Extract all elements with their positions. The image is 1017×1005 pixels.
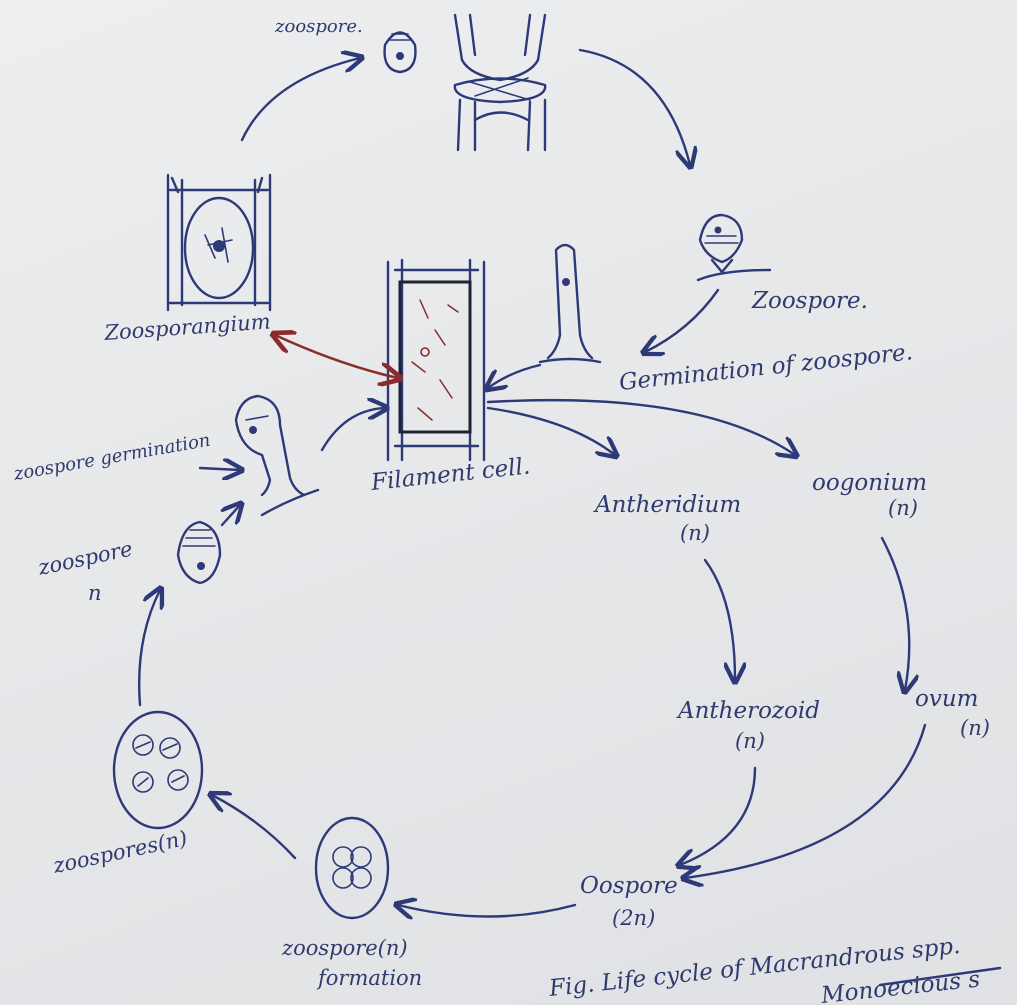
label-germination-of-zoospore: Germination of zoospore. [618,339,914,396]
arrow-filament-to-antheridium [488,408,615,455]
zoospore-n-figure [178,522,220,583]
arrow-top-to-zoospore-right [580,50,690,165]
zoosporangium-figure [168,175,270,310]
label-zoospore-formation-line1: zoospore(n) [281,936,408,960]
zoospore-top-figure [385,33,416,73]
label-antherozoid: Antherozoid [676,698,820,724]
zoospore-formation-figure [316,818,388,918]
label-zoospore-germination: zoospore germination [11,430,212,485]
label-antheridium-ploidy: (n) [680,521,710,545]
holdfast-figure [455,15,545,150]
arrow-formation-to-zoospores [212,795,295,858]
arrow-antherozoid-to-oospore [680,768,755,865]
arrow-antheridium-to-antherozoid [705,560,735,680]
arrow-ovum-to-oospore [685,725,925,878]
zoospores-cell-figure [114,712,202,828]
arrow-zoospores-to-zoospore-n [139,590,160,705]
label-antherozoid-ploidy: (n) [735,729,765,753]
label-zoospore-right: Zoospore. [751,288,868,314]
arrow-oogonium-to-ovum [882,538,909,690]
label-oospore-ploidy: (2n) [612,906,655,930]
label-ovum-ploidy: (n) [960,716,990,740]
arrow-label-to-germination [200,468,240,470]
label-zoospores-n: zoospores(n) [50,826,189,878]
arrow-zoosporangium-to-zoospore [242,58,360,140]
label-oogonium: oogonium [812,470,927,496]
label-oogonium-ploidy: (n) [888,496,918,520]
label-oospore: Oospore [580,873,678,899]
label-zoospore-n: zoospore [35,537,135,581]
label-zoosporangium: Zoosporangium [103,309,272,345]
label-zoospore-n-ploidy: n [88,581,102,605]
label-antheridium: Antheridium [593,492,741,518]
zoospore-germination-figure [236,396,318,515]
caption-line2: Monoecious s [819,966,982,1005]
cycle-arrows [139,50,925,917]
arrow-oospore-to-formation [398,905,575,917]
arrow-filament-zoosporangium [275,335,398,378]
arrow-zoospore-to-germination-left [222,505,240,525]
germinating-zoospore-figure [540,245,600,362]
arrow-zoospore-to-germination [645,290,718,352]
arrow-germination-left-to-filament [322,408,385,450]
zoospore-right-figure [698,215,770,280]
filament-cell-figure [388,260,484,460]
arrow-filament-to-oogonium [488,400,795,455]
label-filament-cell: Filament cell. [369,453,532,496]
arrow-germination-to-filament [488,365,540,388]
label-zoospore-top: zoospore. [274,16,363,37]
label-ovum: ovum [915,686,978,712]
label-zoospore-formation-line2: formation [316,966,422,990]
